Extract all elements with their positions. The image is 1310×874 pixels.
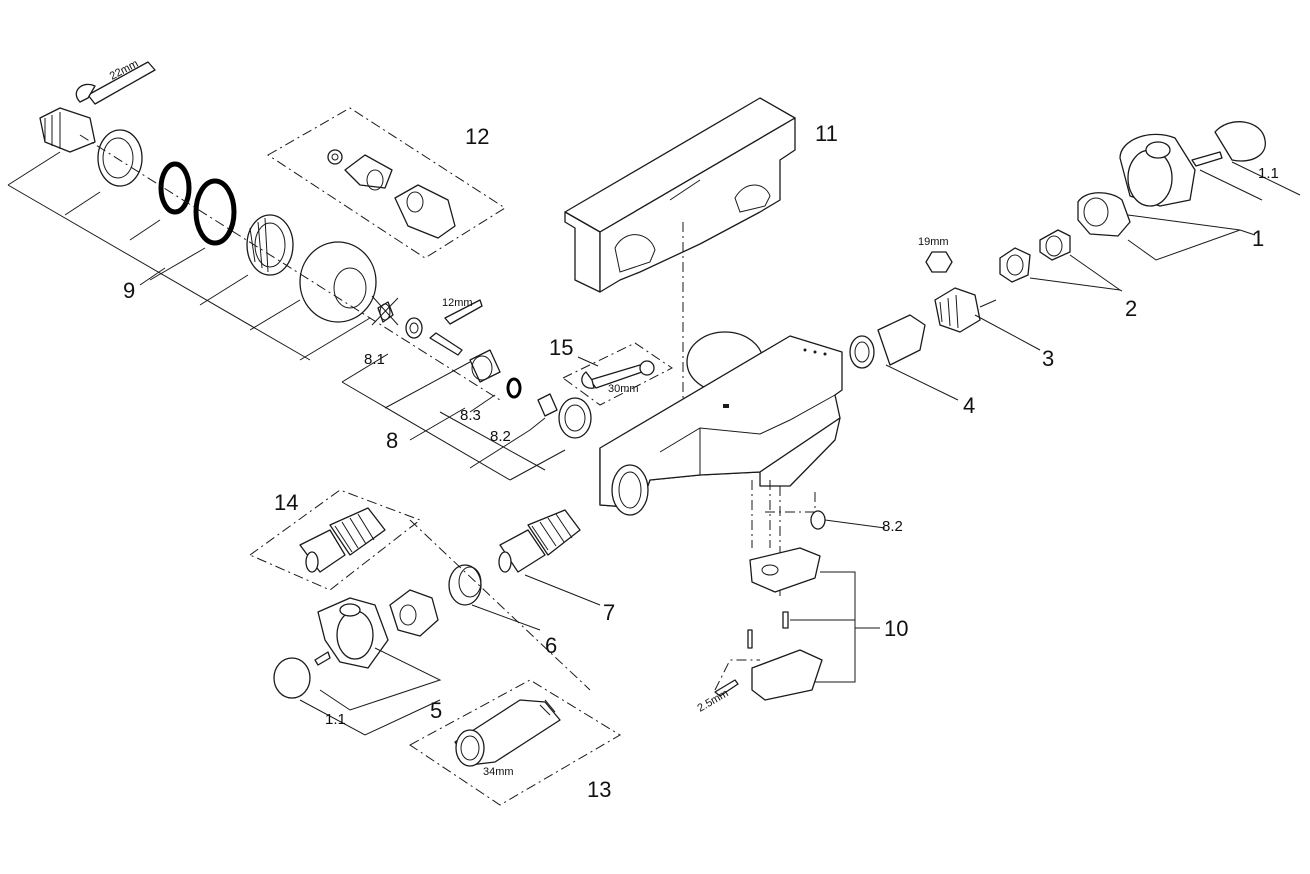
tool-size-12mm: 12mm bbox=[442, 297, 473, 309]
tool-size-labels: 22mm 12mm 19mm 30mm 34mm 2.5mm bbox=[108, 58, 949, 778]
label-part-5: 5 bbox=[430, 698, 442, 723]
tool-size-19mm: 19mm bbox=[918, 236, 949, 248]
part-6-ring bbox=[448, 564, 541, 631]
label-part-14: 14 bbox=[274, 490, 298, 515]
label-part-8-1: 8.1 bbox=[364, 351, 385, 368]
part-2-cartridge-parts bbox=[999, 229, 1123, 292]
label-part-12: 12 bbox=[465, 124, 489, 149]
label-part-1-1: 1.1 bbox=[1258, 165, 1279, 182]
label-part-15: 15 bbox=[549, 335, 573, 360]
label-part-8: 8 bbox=[386, 428, 398, 453]
label-part-8-3: 8.3 bbox=[460, 407, 481, 424]
part-3-cartridge bbox=[925, 251, 1041, 351]
label-part-6: 6 bbox=[545, 633, 557, 658]
part-15-spanner-box bbox=[562, 342, 673, 406]
label-part-8-2-right: 8.2 bbox=[882, 518, 903, 535]
part-1-handle bbox=[1077, 121, 1301, 261]
label-part-2: 2 bbox=[1125, 296, 1137, 321]
label-part-1-1-left: 1.1 bbox=[325, 711, 346, 728]
part-5-handle bbox=[273, 589, 442, 736]
label-part-10: 10 bbox=[884, 616, 908, 641]
label-part-11: 11 bbox=[815, 121, 838, 146]
label-part-8-2: 8.2 bbox=[490, 428, 511, 445]
label-part-1: 1 bbox=[1252, 226, 1264, 251]
mixer-body bbox=[599, 331, 843, 516]
part-4-sleeve bbox=[849, 314, 959, 401]
label-part-13: 13 bbox=[587, 777, 611, 802]
label-part-7: 7 bbox=[603, 600, 615, 625]
part-13-box bbox=[409, 519, 621, 806]
part-9-inlet-group bbox=[7, 61, 501, 401]
tool-size-2-5mm: 2.5mm bbox=[696, 687, 731, 714]
label-part-9: 9 bbox=[123, 278, 135, 303]
label-part-3: 3 bbox=[1042, 346, 1054, 371]
part-10-spout bbox=[714, 480, 886, 701]
part-7-thermostat-cartridge bbox=[498, 509, 601, 606]
part-labels: 1 1.1 2 3 4 5 6 7 8 8.1 8.3 8.2 8.2 9 10… bbox=[123, 121, 1279, 802]
part-12-box bbox=[267, 107, 506, 259]
tool-size-30mm: 30mm bbox=[608, 383, 639, 395]
part-14-box bbox=[248, 489, 422, 591]
part-11-wall-bracket bbox=[564, 97, 796, 398]
label-part-4: 4 bbox=[963, 393, 975, 418]
tool-size-34mm: 34mm bbox=[483, 766, 514, 778]
part-8-group bbox=[341, 295, 592, 481]
